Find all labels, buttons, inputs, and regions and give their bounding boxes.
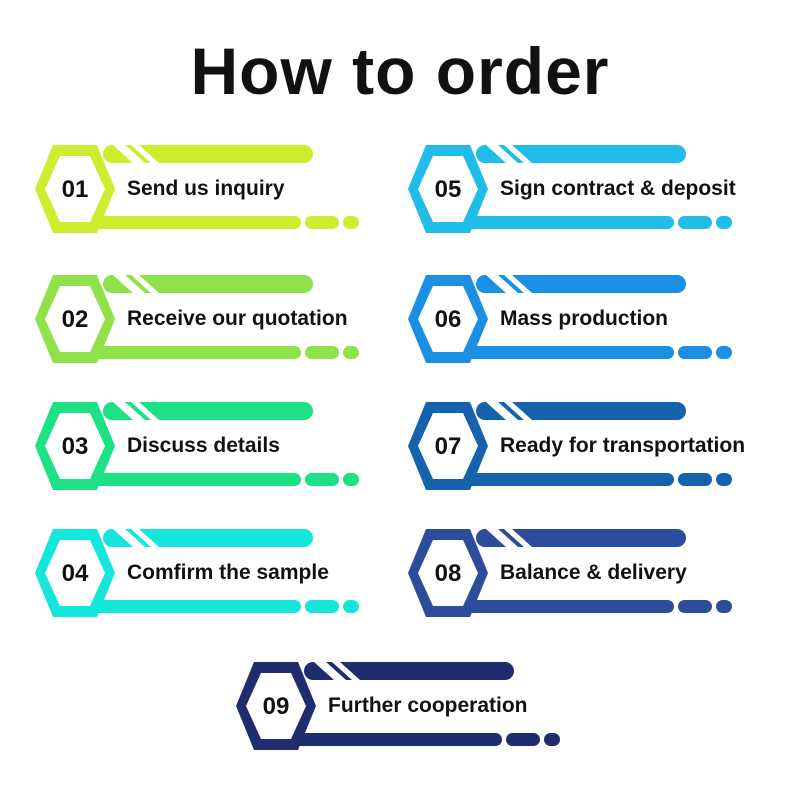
step-badge-graphic <box>35 402 359 490</box>
step-label: Receive our quotation <box>127 307 348 330</box>
step-label: Balance & delivery <box>500 561 687 584</box>
step-06: 06 Mass production <box>408 273 778 368</box>
step-04: 04 Comfirm the sample <box>35 527 405 622</box>
step-label: Discuss details <box>127 434 280 457</box>
step-badge-graphic <box>408 275 732 363</box>
step-badge-graphic <box>35 529 359 617</box>
step-09: 09 Further cooperation <box>236 660 606 755</box>
step-badge-graphic <box>408 529 732 617</box>
step-number: 02 <box>61 306 89 333</box>
step-07: 07 Ready for transportation <box>408 400 778 495</box>
step-badge-graphic <box>408 145 732 233</box>
step-03: 03 Discuss details <box>35 400 405 495</box>
step-label: Ready for transportation <box>500 434 746 457</box>
step-label: Further cooperation <box>328 694 528 717</box>
step-badge-graphic <box>35 275 359 363</box>
step-label: Mass production <box>500 307 669 330</box>
step-number: 07 <box>434 433 462 460</box>
step-badge-graphic <box>236 662 560 750</box>
step-number: 04 <box>61 560 89 587</box>
step-badge-graphic <box>408 402 732 490</box>
step-08: 08 Balance & delivery <box>408 527 778 622</box>
step-05: 05 Sign contract & deposit <box>408 143 778 238</box>
step-02: 02 Receive our quotation <box>35 273 405 368</box>
step-number: 05 <box>434 176 462 203</box>
step-number: 06 <box>434 306 462 333</box>
step-label: Comfirm the sample <box>127 561 329 584</box>
step-number: 08 <box>434 560 462 587</box>
step-label: Sign contract & deposit <box>500 177 736 200</box>
step-01: 01 Send us inquiry <box>35 143 405 238</box>
step-label: Send us inquiry <box>127 177 285 200</box>
step-badge-graphic <box>35 145 359 233</box>
step-number: 03 <box>61 433 89 460</box>
page-title: How to order <box>190 34 610 108</box>
step-number: 09 <box>262 693 290 720</box>
step-number: 01 <box>61 176 89 203</box>
